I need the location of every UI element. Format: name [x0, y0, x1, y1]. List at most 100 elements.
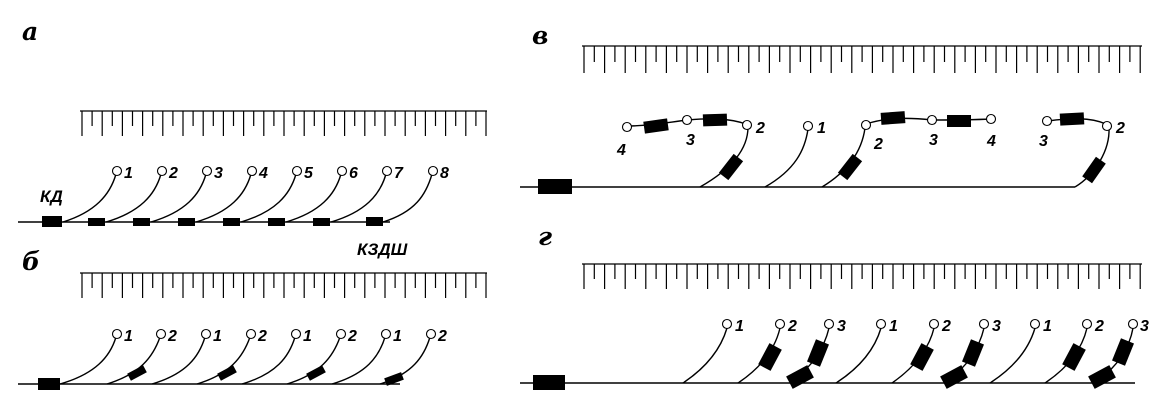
branch-b-1	[59, 336, 117, 385]
number-b-5: 1	[303, 328, 312, 345]
panel-letter-a: а	[22, 17, 38, 46]
number-b-6: 2	[347, 328, 357, 345]
kzdsh-block	[366, 217, 383, 226]
number-v-7: 4	[986, 133, 996, 150]
connector-a-5	[291, 165, 303, 177]
connector-a-2	[156, 165, 168, 177]
branch-b-6	[286, 336, 341, 385]
number-a-6: 6	[349, 165, 358, 182]
connector-b-6	[335, 328, 347, 340]
connector-g-3a	[823, 318, 835, 330]
module-g-3a	[807, 339, 829, 367]
connector-b-4	[245, 328, 257, 340]
kd-label: КД	[40, 187, 63, 206]
number-a-4: 4	[258, 165, 268, 182]
connector-g-3b	[978, 318, 990, 330]
branch-a-6	[285, 173, 342, 223]
module-g-3b-base	[940, 365, 968, 389]
connector-a-1	[111, 165, 123, 177]
number-v-9: 2	[1115, 120, 1125, 137]
connector-b-2	[155, 328, 167, 340]
kd-block-v	[538, 179, 572, 194]
branch-a-5	[240, 173, 297, 223]
connector-v-3a	[681, 114, 693, 126]
panel-a: а КД КЗДШ 1 2 3 4 5	[18, 17, 487, 259]
comb-v	[582, 45, 1142, 73]
module-v-4	[643, 118, 669, 134]
kzd-block-b-8	[384, 372, 404, 386]
comb-g	[582, 263, 1142, 289]
connector-v-2c	[1101, 120, 1113, 132]
number-v-1: 4	[616, 142, 626, 159]
connector-v-3c	[1041, 115, 1053, 127]
module-g-2b	[910, 343, 934, 371]
connector-v-2a	[741, 119, 753, 131]
connector-b-8	[425, 328, 437, 340]
connector-b-5	[290, 328, 302, 340]
number-g-3: 3	[837, 318, 846, 335]
connector-g-1b	[875, 318, 887, 330]
module-v-3b	[880, 111, 906, 125]
comb-b	[80, 272, 487, 298]
branch-v-2a	[699, 126, 749, 188]
number-a-8: 8	[440, 165, 449, 182]
module-g-3c-base	[1088, 365, 1116, 389]
branch-b-7	[331, 336, 386, 385]
module-g-3b	[962, 339, 984, 367]
branch-b-4	[196, 336, 251, 385]
connector-g-2b	[928, 318, 940, 330]
number-v-8: 3	[1039, 133, 1048, 150]
number-g-7: 1	[1043, 318, 1052, 335]
branch-g-1b	[835, 327, 882, 384]
number-b-1: 1	[124, 328, 133, 345]
connector-v-4a	[621, 121, 633, 133]
kd-block	[42, 216, 62, 227]
module-v-2c	[1082, 156, 1106, 184]
connector-g-2c	[1081, 318, 1093, 330]
branch-b-3	[151, 336, 206, 385]
number-b-7: 1	[393, 328, 402, 345]
branch-a-3	[150, 173, 207, 223]
module-v-2b	[837, 153, 863, 181]
connector-g-3c	[1127, 318, 1139, 330]
branch-a-1	[62, 173, 117, 223]
kzd-block-4	[223, 218, 240, 226]
kzd-block-b-6	[306, 365, 326, 381]
kzd-block-6	[313, 218, 330, 226]
number-g-1: 1	[735, 318, 744, 335]
connector-v-4b	[985, 113, 997, 125]
number-g-9: 3	[1140, 318, 1149, 335]
number-g-6: 3	[992, 318, 1001, 335]
number-g-8: 2	[1094, 318, 1104, 335]
connector-a-3	[201, 165, 213, 177]
connector-v-1	[802, 120, 814, 132]
connector-g-1c	[1029, 318, 1041, 330]
panel-letter-b: б	[22, 247, 40, 276]
kzd-block-b-4	[217, 365, 237, 381]
connector-v-3b	[926, 114, 938, 126]
kd-block-g	[533, 375, 565, 390]
branch-a-4	[195, 173, 252, 223]
module-g-3a-base	[786, 365, 814, 389]
number-v-6: 3	[929, 132, 938, 149]
panel-letter-v: в	[532, 21, 548, 50]
number-a-7: 7	[394, 165, 404, 182]
module-g-2a	[758, 343, 782, 371]
number-b-8: 2	[437, 328, 447, 345]
branch-g-1c	[989, 327, 1036, 384]
connector-g-2a	[774, 318, 786, 330]
module-g-3c	[1112, 338, 1134, 366]
branch-a-2	[105, 173, 162, 223]
branch-b-2	[106, 336, 161, 385]
branch-v-2b	[821, 127, 866, 188]
connector-g-1a	[721, 318, 733, 330]
connector-a-7	[381, 165, 393, 177]
connector-v-2b	[860, 119, 872, 131]
number-b-3: 1	[213, 328, 222, 345]
number-a-1: 1	[124, 165, 133, 182]
connector-a-6	[336, 165, 348, 177]
number-v-2: 3	[686, 132, 695, 149]
kzd-block-3	[178, 218, 195, 226]
panel-v: в 4	[520, 21, 1142, 194]
branch-b-8	[379, 336, 431, 385]
